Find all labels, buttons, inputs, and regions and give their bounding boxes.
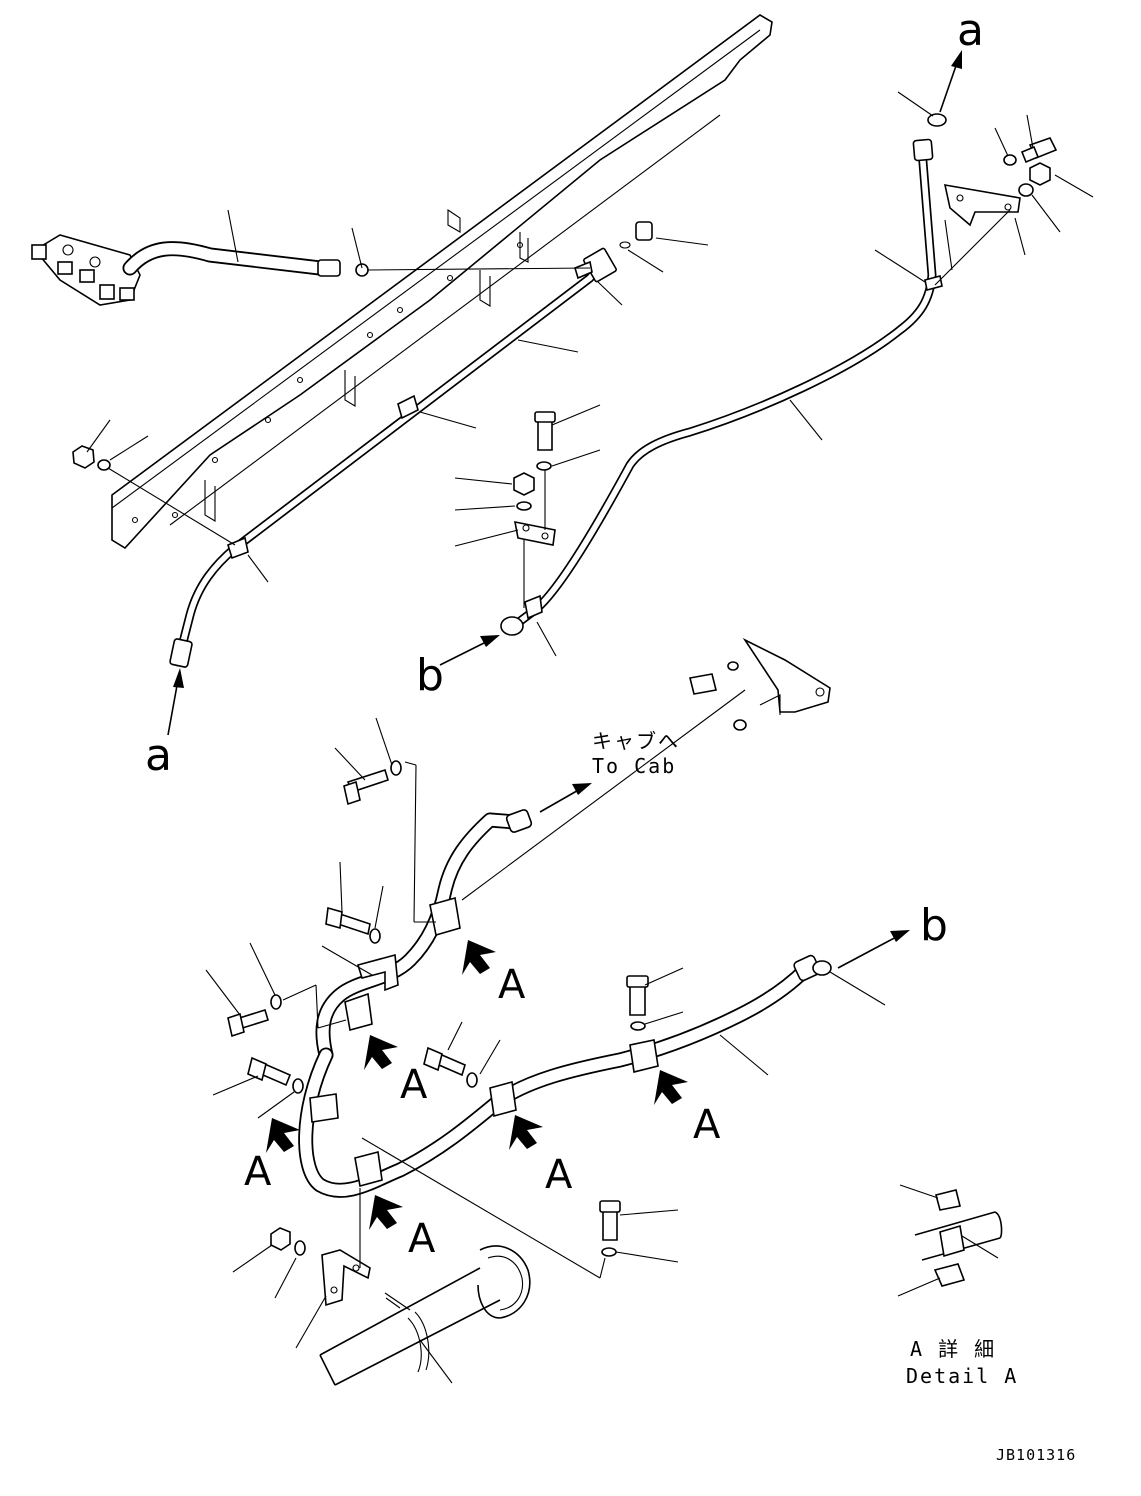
to-cab-label-en: To Cab [592,754,676,778]
clamp-a-arrows [266,940,688,1230]
leader-lines-upper [86,91,1094,657]
clamp-a-label-5: A [545,1152,573,1198]
lower-brackets [321,953,399,1307]
upper-left-pipe [169,247,617,668]
valve-hose [122,241,369,277]
detail-a-label-en: Detail A [906,1364,1018,1388]
clamp-a-label-2: A [400,1062,428,1108]
nut-washer-left [72,445,111,471]
lower-fasteners [227,760,649,1257]
valve-block [31,234,141,306]
clamp-a-label-6: A [693,1102,721,1148]
detail-a-label-jp: A 詳 細 [910,1337,996,1361]
labels: a b a b A A A A A A キャブへ To Cab A 詳 細 De… [145,5,1076,1464]
clamp-a-label-4: A [408,1216,436,1262]
detail-a-illustration [897,1184,1003,1297]
lower-clamps [309,896,659,1188]
connector-b-label-right: b [920,900,948,951]
pipe-fitting-top [619,221,653,249]
to-cab-label-jp: キャブへ [592,729,680,753]
axle-tube [319,1245,531,1386]
connector-arrows [167,50,962,969]
lower-hose-to-cab [315,809,533,1063]
connector-b-label-mid: b [416,650,444,701]
upper-right-pipe [500,113,947,636]
frame-rail [111,14,773,550]
clamp-a-label-3: A [244,1149,272,1195]
leader-lines-lower [205,689,886,1384]
drawing-id: JB101316 [996,1446,1076,1464]
connector-a-label-top: a [957,5,984,56]
bracket-top-right [943,137,1058,227]
clamp-a-label-1: A [498,962,526,1008]
mid-hardware [513,411,556,546]
cab-bracket [689,637,831,731]
connector-a-label-left: a [145,730,172,781]
